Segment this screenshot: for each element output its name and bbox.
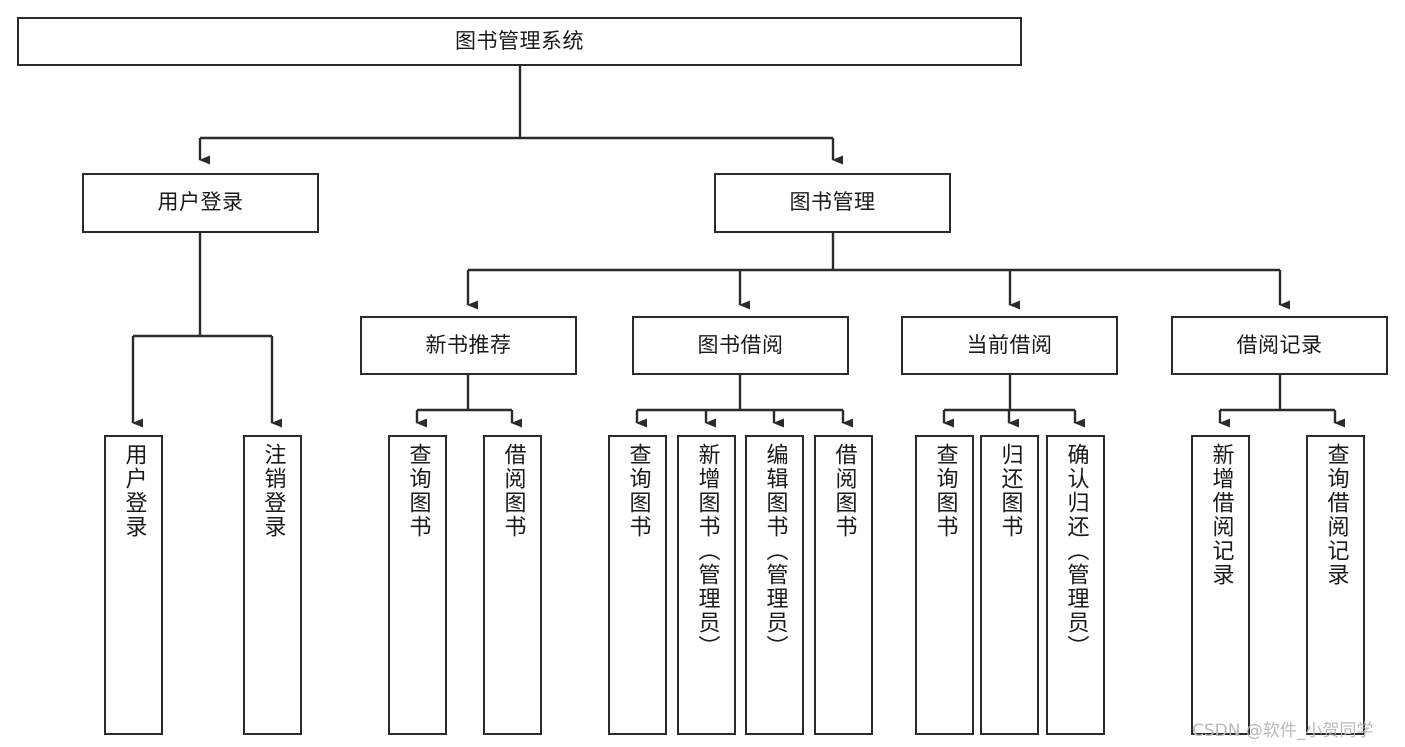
node-new-book-recommend[interactable]: 新书推荐 — [360, 316, 577, 375]
leaf-current-borrow-query[interactable]: 查询图书 — [915, 435, 974, 735]
node-label: 新书推荐 — [425, 332, 512, 357]
node-label: 借阅记录 — [1236, 332, 1323, 357]
leaf-book-borrow-add[interactable]: 新增图书（管理员） — [677, 435, 736, 735]
node-label: 用户登录 — [157, 190, 244, 215]
watermark-text: CSDN @软件_小贺同学 — [1192, 721, 1374, 741]
node-label: 新增图书（管理员） — [694, 443, 720, 659]
node-label: 查询图书 — [625, 443, 651, 539]
node-label: 确认归还（管理员） — [1063, 443, 1089, 659]
leaf-borrow-record-add[interactable]: 新增借阅记录 — [1191, 435, 1250, 735]
node-label: 图书借阅 — [697, 332, 784, 357]
node-borrow-record[interactable]: 借阅记录 — [1171, 316, 1388, 375]
node-label: 编辑图书（管理员） — [762, 443, 788, 659]
node-label: 图书管理系统 — [455, 28, 584, 53]
leaf-book-borrow-borrow[interactable]: 借阅图书 — [814, 435, 873, 735]
node-label: 归还图书 — [997, 443, 1023, 539]
node-label: 图书管理 — [789, 190, 876, 215]
node-label: 用户登录 — [121, 443, 147, 539]
leaf-user-login-logout[interactable]: 注销登录 — [243, 435, 302, 735]
node-label: 查询图书 — [932, 443, 958, 539]
node-user-login[interactable]: 用户登录 — [82, 173, 319, 233]
leaf-book-borrow-edit[interactable]: 编辑图书（管理员） — [745, 435, 804, 735]
node-label: 借阅图书 — [831, 443, 857, 539]
node-label: 当前借阅 — [966, 332, 1053, 357]
leaf-book-borrow-query[interactable]: 查询图书 — [608, 435, 667, 735]
node-label: 注销登录 — [260, 443, 286, 539]
leaf-current-borrow-return[interactable]: 归还图书 — [980, 435, 1039, 735]
node-current-borrow[interactable]: 当前借阅 — [901, 316, 1118, 375]
leaf-new-book-query[interactable]: 查询图书 — [388, 435, 447, 735]
node-root-system[interactable]: 图书管理系统 — [17, 17, 1022, 66]
node-label: 新增借阅记录 — [1208, 443, 1234, 587]
node-book-borrow[interactable]: 图书借阅 — [632, 316, 849, 375]
leaf-new-book-borrow[interactable]: 借阅图书 — [483, 435, 542, 735]
leaf-user-login-login[interactable]: 用户登录 — [104, 435, 163, 735]
node-book-management[interactable]: 图书管理 — [714, 173, 951, 233]
node-label: 查询图书 — [405, 443, 431, 539]
node-label: 借阅图书 — [500, 443, 526, 539]
leaf-borrow-record-query[interactable]: 查询借阅记录 — [1306, 435, 1365, 735]
node-label: 查询借阅记录 — [1323, 443, 1349, 587]
leaf-current-borrow-confirm[interactable]: 确认归还（管理员） — [1046, 435, 1105, 735]
